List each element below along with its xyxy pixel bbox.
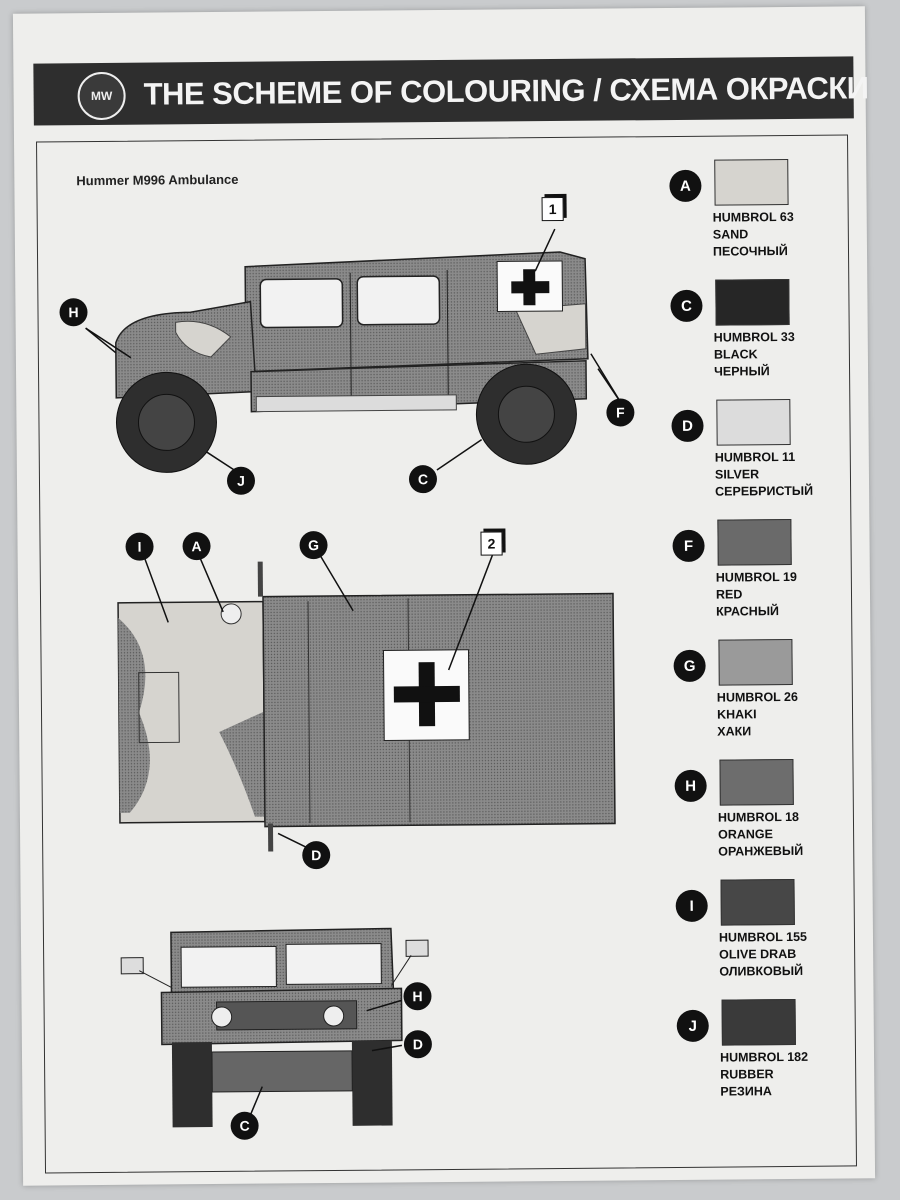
palette-letter-badge: I — [675, 889, 708, 922]
palette-letter-badge: H — [674, 769, 707, 802]
palette-letter-badge: D — [671, 409, 704, 443]
palette-label: HUMBROL 19 RED КРАСНЫЙ — [716, 569, 797, 621]
palette-name-en: RED — [715, 587, 743, 602]
palette-letter-badge: A — [669, 169, 702, 203]
palette-colour-swatch — [716, 398, 791, 446]
palette-name-en: BLACK — [713, 347, 758, 362]
palette-name-en: SAND — [712, 227, 749, 242]
palette-colour-swatch — [721, 998, 796, 1046]
front-view — [120, 927, 429, 1128]
callout-top-a: A — [182, 532, 211, 561]
palette-code: HUMBROL 18 — [717, 809, 800, 825]
callout-top-i: I — [125, 532, 154, 561]
palette-name-ru: КРАСНЫЙ — [716, 604, 780, 619]
palette-name-en: KHAKI — [716, 707, 757, 722]
instruction-sheet: MW THE SCHEME OF COLOURING / СХЕМА ОКРАС… — [12, 6, 876, 1186]
palette-colour-swatch — [718, 638, 793, 686]
callout-side-j: J — [226, 466, 256, 495]
palette-code: HUMBROL 182 — [719, 1049, 809, 1065]
palette-letter-badge: C — [670, 289, 703, 323]
callout-front-c: C — [230, 1111, 259, 1140]
step-marker-1: 1 — [541, 196, 564, 222]
palette-code: HUMBROL 26 — [716, 689, 798, 705]
palette-name-ru: СЕРЕБРИСТЫЙ — [715, 483, 814, 499]
palette-name-ru: ОРАНЖЕВЫЙ — [718, 843, 804, 859]
palette-colour-swatch — [717, 518, 792, 566]
callout-front-h: H — [403, 982, 432, 1011]
callout-top-d: D — [302, 841, 331, 870]
palette-colour-swatch — [720, 878, 795, 926]
palette-name-en: ORANGE — [718, 827, 774, 842]
palette-colour-swatch — [719, 758, 794, 806]
palette-letter-badge: F — [672, 529, 705, 563]
palette-colour-swatch — [714, 158, 789, 206]
palette-letter-badge: J — [676, 1009, 709, 1042]
callout-top-g: G — [299, 531, 328, 560]
callout-front-d: D — [403, 1030, 433, 1059]
step-marker-2: 2 — [480, 531, 503, 556]
top-view — [117, 550, 616, 852]
palette-code: HUMBROL 11 — [714, 449, 796, 465]
palette-code: HUMBROL 63 — [712, 209, 794, 225]
palette-letter-badge: G — [673, 649, 706, 682]
palette-code: HUMBROL 19 — [715, 569, 797, 585]
palette-name-ru: ОЛИВКОВЫЙ — [719, 963, 804, 979]
palette-name-en: SILVER — [714, 467, 760, 482]
palette-name-ru: ЧЕРНЫЙ — [713, 364, 770, 379]
palette-colour-swatch — [715, 278, 790, 326]
callout-side-h: H — [59, 298, 88, 327]
palette-name-en: RUBBER — [720, 1067, 774, 1082]
callout-side-f: F — [606, 398, 635, 427]
palette-code: HUMBROL 155 — [718, 929, 808, 945]
palette-label: HUMBROL 33 BLACK ЧЕРНЫЙ — [714, 329, 795, 381]
palette-code: HUMBROL 33 — [713, 329, 795, 345]
callout-side-c: C — [408, 465, 438, 494]
side-view — [85, 228, 622, 473]
palette-name-en: OLIVE DRAB — [719, 946, 797, 962]
palette-name-ru: ХАКИ — [717, 724, 752, 739]
palette-label: HUMBROL 26 KHAKI ХАКИ — [717, 689, 798, 741]
palette-name-ru: ПЕСОЧНЫЙ — [712, 243, 788, 259]
palette-name-ru: РЕЗИНА — [720, 1084, 772, 1099]
vehicle-drawings — [85, 228, 622, 1128]
